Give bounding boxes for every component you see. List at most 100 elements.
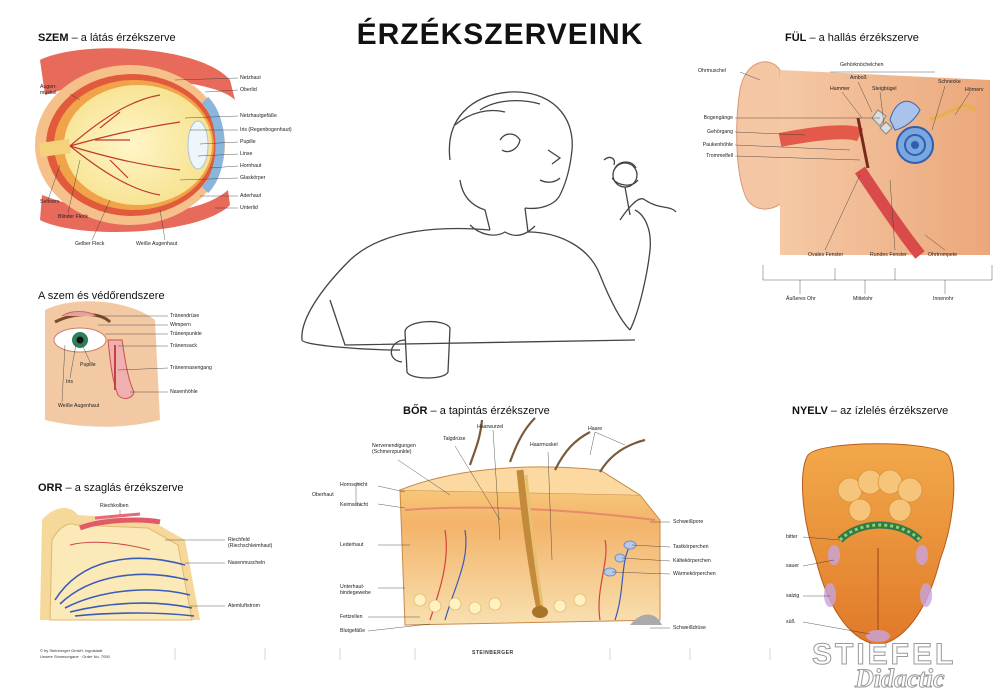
- watermark-didactic: Didactic: [855, 664, 946, 694]
- tongue-label-sauer: sauer: [786, 563, 799, 569]
- tongue-diagram: [801, 443, 955, 646]
- skin-label-haarwurzel: Haarwurzel: [477, 424, 504, 430]
- ear-section-innenohr: Innenohr: [933, 296, 954, 302]
- eye-label-glaskoerper: Glaskörper: [240, 175, 266, 181]
- eye-label-hornhaut: Hornhaut: [240, 163, 262, 169]
- ear-label-ohrtrompete: Ohrtrompete: [928, 252, 958, 258]
- ear-label-hammer: Hammer: [830, 86, 850, 92]
- ear-diagram: [734, 61, 993, 294]
- ear-label-hoernerv: Hörnerv: [965, 87, 984, 93]
- nose-label-riechkolben: Riechkolben: [100, 503, 129, 509]
- skin-label-hornschicht: Hornschicht: [340, 482, 368, 488]
- ear-label-schnecke: Schnecke: [938, 79, 961, 85]
- footer-brand: STEINBERGER: [472, 650, 514, 656]
- tongue-heading-bold: NYELV: [792, 405, 828, 417]
- eye-label-linse: Linse: [240, 151, 253, 157]
- skin-label-unterhaut: Unterhaut-: [340, 584, 365, 590]
- skin-label-lederhaut: Lederhaut: [340, 542, 364, 548]
- eye-label-weisse-augenhaut: Weiße Augenhaut: [136, 241, 178, 247]
- watermark-stiefel: STIEFEL: [811, 638, 957, 672]
- skin-label-nervenendigungen: Nervenendigungen: [372, 443, 416, 449]
- ear-label-amboss: Amboß: [850, 75, 867, 81]
- nose-label-atemluftstrom: Atemluftstrom: [228, 603, 260, 609]
- tongue-label-suess: süß: [786, 619, 795, 625]
- skin-diagram: [355, 417, 671, 632]
- ear-label-trommelfell: Trommelfell: [706, 153, 733, 159]
- eye-diagram: [35, 48, 239, 241]
- eye-protection-label-wimpern: Wimpern: [170, 322, 191, 328]
- eye-protection-label-iris: Iris: [66, 379, 73, 385]
- eye-protection-diagram: [45, 301, 169, 427]
- skin-label-tastkoerperchen: Tastkörperchen: [673, 544, 709, 550]
- nose-diagram: [40, 508, 225, 621]
- skin-label-blutgefaesse: Blutgefäße: [340, 628, 366, 634]
- nose-heading-rest: – a szaglás érzékszerve: [65, 482, 184, 494]
- tongue-heading-rest: – az ízlelés érzékszerve: [830, 405, 949, 417]
- ear-label-paukenhoehle: Paukenhöhle: [702, 142, 733, 148]
- eye-label-augen: Augen-: [40, 84, 57, 90]
- eye-protection-label-pupille: Pupille: [80, 362, 96, 368]
- nose-label-nasenmuscheln: Nasenmuscheln: [228, 560, 266, 566]
- skin-label-bindegewebe: bindegewebe: [340, 590, 371, 596]
- ear-label-bogengaenge: Bogengänge: [703, 115, 733, 121]
- skin-label-waermekoerperchen: Wärmekörperchen: [673, 571, 716, 577]
- ear-section-aeusseres-ohr: Äußeres Ohr: [786, 296, 816, 302]
- ear-label-ovales-fenster: Ovales Fenster: [808, 252, 844, 258]
- tongue-label-salzig: salzig: [786, 593, 800, 599]
- footer-order-no: Unsere Sinnesorgane · Order No. 7050: [40, 654, 110, 659]
- footer-copyright: © by Steinberger GmbH, Ingolstadt: [40, 648, 103, 653]
- eye-protection-label-traenennasengang: Tränennasengang: [170, 365, 212, 371]
- skin-label-kaeltekoerperchen: Kältekörperchen: [673, 558, 711, 564]
- ear-label-gehoergang: Gehörgang: [707, 129, 733, 135]
- ear-heading: FÜL – a hallás érzékszerve: [785, 32, 919, 44]
- skin-heading-rest: – a tapintás érzékszerve: [430, 405, 550, 417]
- eye-label-unterlid: Unterlid: [240, 205, 258, 211]
- eye-protection-label-traenensack: Tränensack: [170, 343, 197, 349]
- nose-label-riechschleimhaut: (Riechschleimhaut): [228, 543, 273, 549]
- ear-label-steigbuegel: Steigbügel: [872, 86, 897, 92]
- eye-label-blinder-fleck: Blinder Fleck: [58, 214, 88, 220]
- eye-label-aderhaut: Aderhaut: [240, 193, 262, 199]
- skin-label-talgdruese: Talgdrüse: [443, 436, 466, 442]
- boy-smelling-flower-drawing: [301, 91, 677, 379]
- ear-section-mittelohr: Mittelohr: [853, 296, 873, 302]
- eye-label-iris: Iris (Regenbogenhaut): [240, 127, 292, 133]
- skin-label-keimschicht: Keimschicht: [340, 502, 368, 508]
- eye-heading-bold: SZEM: [38, 32, 69, 44]
- ear-label-ohrmuschel: Ohrmuschel: [698, 68, 726, 74]
- skin-label-oberhaut: Oberhaut: [312, 492, 334, 498]
- nose-heading: ORR – a szaglás érzékszerve: [38, 482, 184, 494]
- tongue-label-bitter: bitter: [786, 534, 798, 540]
- skin-heading: BŐR – a tapintás érzékszerve: [403, 405, 550, 417]
- eye-label-oberlid: Oberlid: [240, 87, 257, 93]
- footer-separators: [174, 648, 771, 660]
- nose-heading-bold: ORR: [38, 482, 63, 494]
- eye-protection-heading: A szem és védőrendszere: [38, 290, 165, 302]
- nose-label-riechfeld: Riechfeld: [228, 537, 250, 543]
- ear-heading-bold: FÜL: [785, 32, 807, 44]
- eye-label-netzhautgefaesse: Netzhautgefäße: [240, 113, 277, 119]
- skin-label-schmerzpunkte: (Schmerzpunkte): [372, 449, 412, 455]
- skin-label-schweisspore: Schweißpore: [673, 519, 704, 525]
- eye-heading-rest: – a látás érzékszerve: [71, 32, 176, 44]
- poster-title: ÉRZÉKSZERVEINK: [356, 18, 644, 51]
- ear-label-rundes-fenster: Rundes Fenster: [870, 252, 907, 258]
- eye-label-muskel: muskel: [40, 90, 57, 96]
- eye-heading: SZEM – a látás érzékszerve: [38, 32, 176, 44]
- skin-label-haarmuskel: Haarmuskel: [530, 442, 558, 448]
- eye-protection-label-traenendruese: Tränendrüse: [170, 313, 200, 319]
- ear-heading-rest: – a hallás érzékszerve: [809, 32, 919, 44]
- skin-label-haare: Haare: [588, 426, 603, 432]
- skin-label-fettzellen: Fettzellen: [340, 614, 363, 620]
- eye-label-netzhaut: Netzhaut: [240, 75, 261, 81]
- skin-heading-bold: BŐR: [403, 405, 428, 417]
- eye-protection-label-weisse-augenhaut: Weiße Augenhaut: [58, 403, 100, 409]
- eye-label-pupille: Pupille: [240, 139, 256, 145]
- eye-protection-label-nasenhoehle: Nasenhöhle: [170, 389, 198, 395]
- ear-label-gehoerknoechelchen: Gehörknöchelchen: [840, 62, 884, 68]
- tongue-heading: NYELV – az ízlelés érzékszerve: [792, 405, 948, 417]
- eye-label-gelber-fleck: Gelber Fleck: [75, 241, 105, 247]
- eye-label-sehnerv: Sehnerv: [40, 199, 60, 205]
- skin-label-schweissdruese: Schweißdrüse: [673, 625, 706, 631]
